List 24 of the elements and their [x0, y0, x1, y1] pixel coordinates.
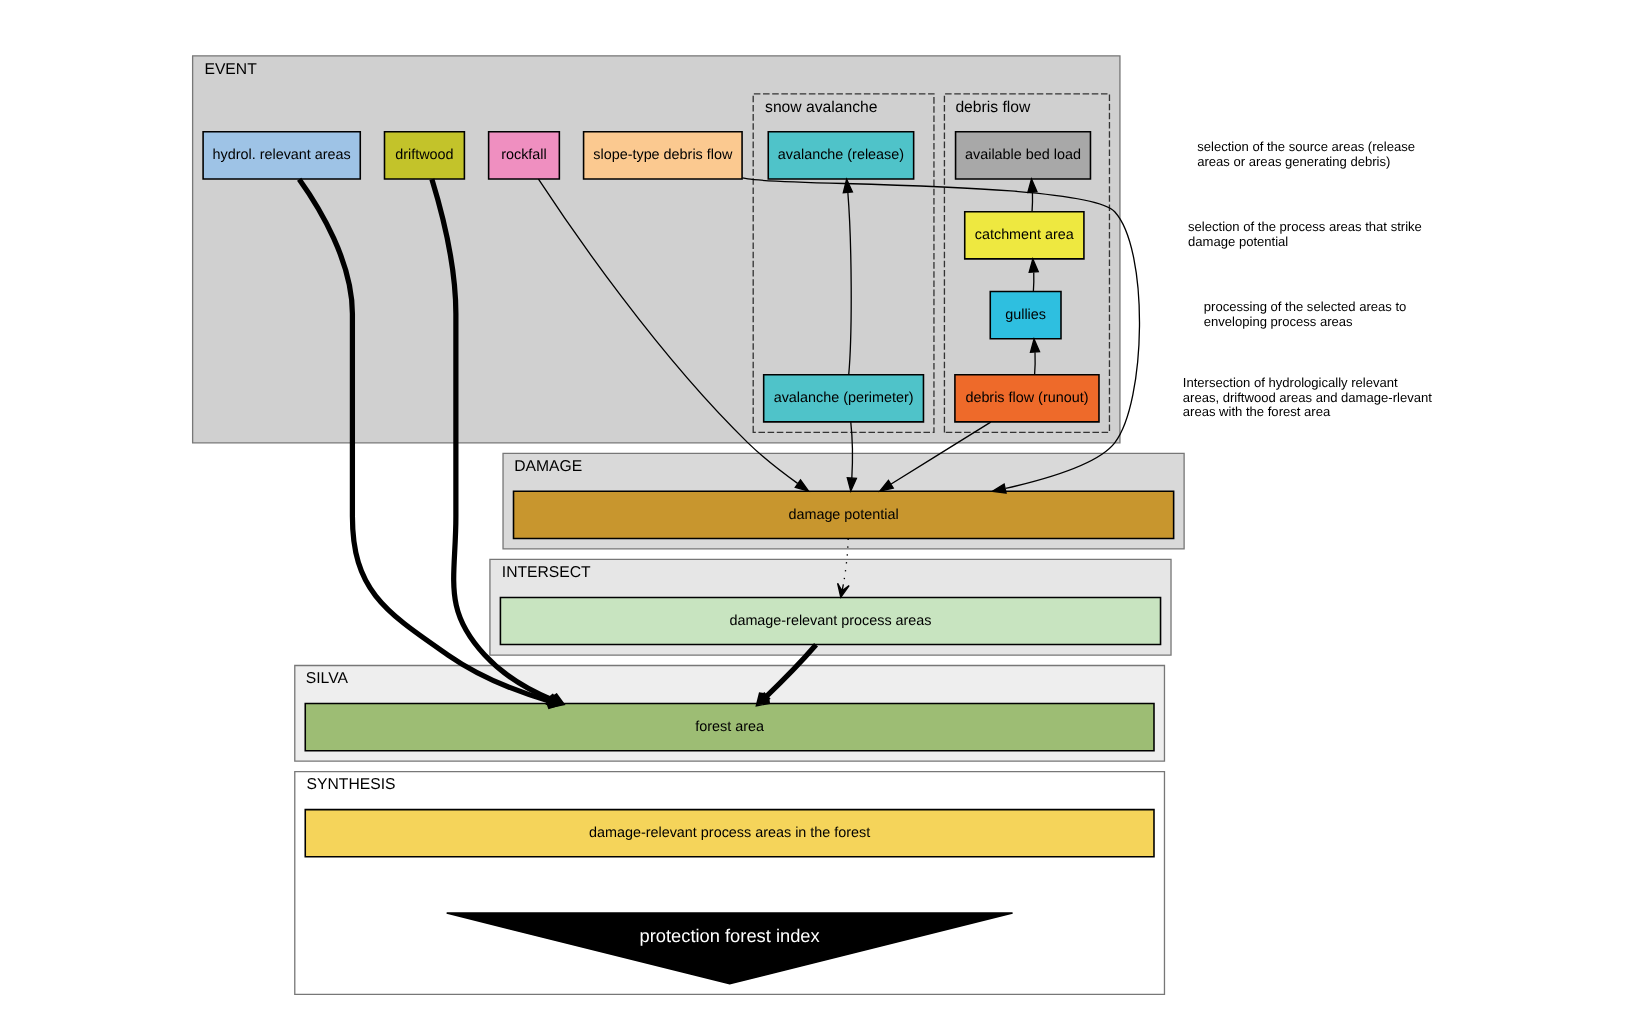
- arrow: [845, 420, 857, 493]
- arrow: [536, 177, 810, 492]
- node-box: damage-relevant process areas: [498, 595, 1161, 645]
- arrow: [841, 176, 853, 375]
- arrow: [835, 537, 849, 597]
- node-box: damage potential: [511, 489, 1174, 539]
- node-box: damage-relevant process areas in the forest: [303, 807, 1154, 857]
- node-box: debris flow (runout): [953, 372, 1099, 422]
- node-box: driftwood: [382, 130, 465, 179]
- node-box: forest area: [303, 701, 1154, 751]
- node-box: hydrol. relevant areas: [201, 130, 361, 179]
- node-box: slope-type debris flow: [581, 130, 742, 179]
- arrow: [740, 176, 1140, 493]
- node-box: avalanche (perimeter): [761, 372, 924, 422]
- arrow: [877, 420, 991, 492]
- node-box: available bed load: [953, 130, 1091, 179]
- node-box: rockfall: [486, 130, 560, 179]
- arrow: [1027, 255, 1039, 291]
- node-box: gullies: [988, 289, 1061, 339]
- arrow: [755, 642, 817, 705]
- node-box: catchment area: [962, 209, 1084, 259]
- arrow: [1025, 176, 1037, 212]
- node-box: avalanche (release): [766, 130, 914, 179]
- arrow: [1028, 335, 1040, 375]
